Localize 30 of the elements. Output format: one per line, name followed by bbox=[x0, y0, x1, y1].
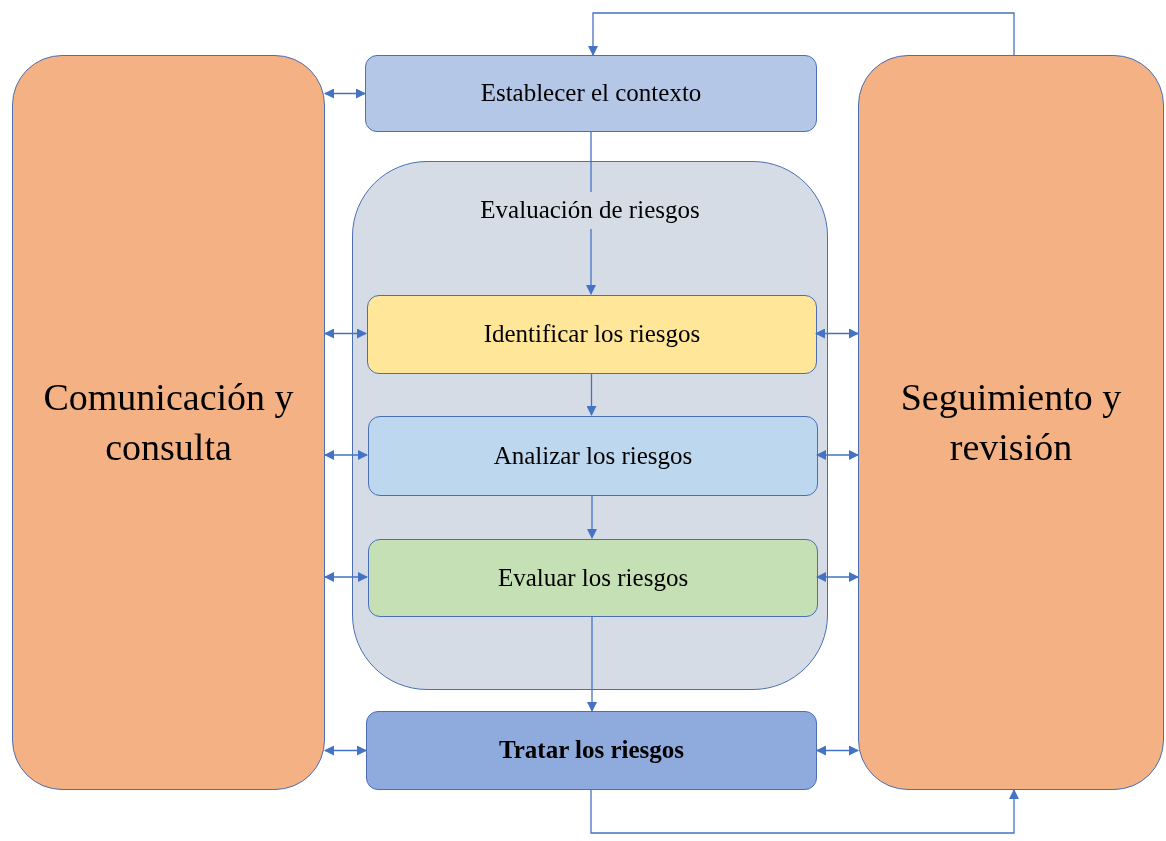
node-label: Establecer el contexto bbox=[479, 78, 703, 109]
process-box bbox=[366, 711, 817, 790]
arrow bbox=[815, 328, 859, 339]
node-label: Seguimiento y revisión bbox=[899, 375, 1123, 470]
arrow bbox=[590, 789, 1019, 834]
node-label: Tratar los riesgos bbox=[497, 735, 686, 766]
arrow bbox=[588, 12, 1015, 56]
node-label: Comunicación y consulta bbox=[42, 375, 295, 470]
arrow bbox=[324, 328, 367, 339]
process-box bbox=[368, 539, 818, 617]
side-panel bbox=[858, 55, 1164, 790]
arrow bbox=[586, 372, 597, 416]
side-panel bbox=[12, 55, 325, 790]
process-box bbox=[367, 295, 817, 374]
arrow bbox=[586, 131, 596, 295]
arrow bbox=[816, 450, 859, 460]
arrow bbox=[324, 745, 367, 756]
arrow bbox=[587, 494, 597, 539]
arrow bbox=[324, 572, 368, 582]
arrow bbox=[816, 745, 859, 756]
process-box bbox=[368, 416, 818, 496]
arrow bbox=[324, 88, 366, 99]
node-label: Analizar los riesgos bbox=[492, 440, 694, 471]
arrow bbox=[816, 572, 859, 582]
node-label: Identificar los riesgos bbox=[482, 319, 702, 350]
node-label: Evaluar los riesgos bbox=[496, 562, 690, 593]
arrow bbox=[587, 615, 597, 712]
group-container bbox=[352, 161, 828, 690]
process-box bbox=[365, 55, 817, 132]
arrow bbox=[324, 450, 368, 460]
